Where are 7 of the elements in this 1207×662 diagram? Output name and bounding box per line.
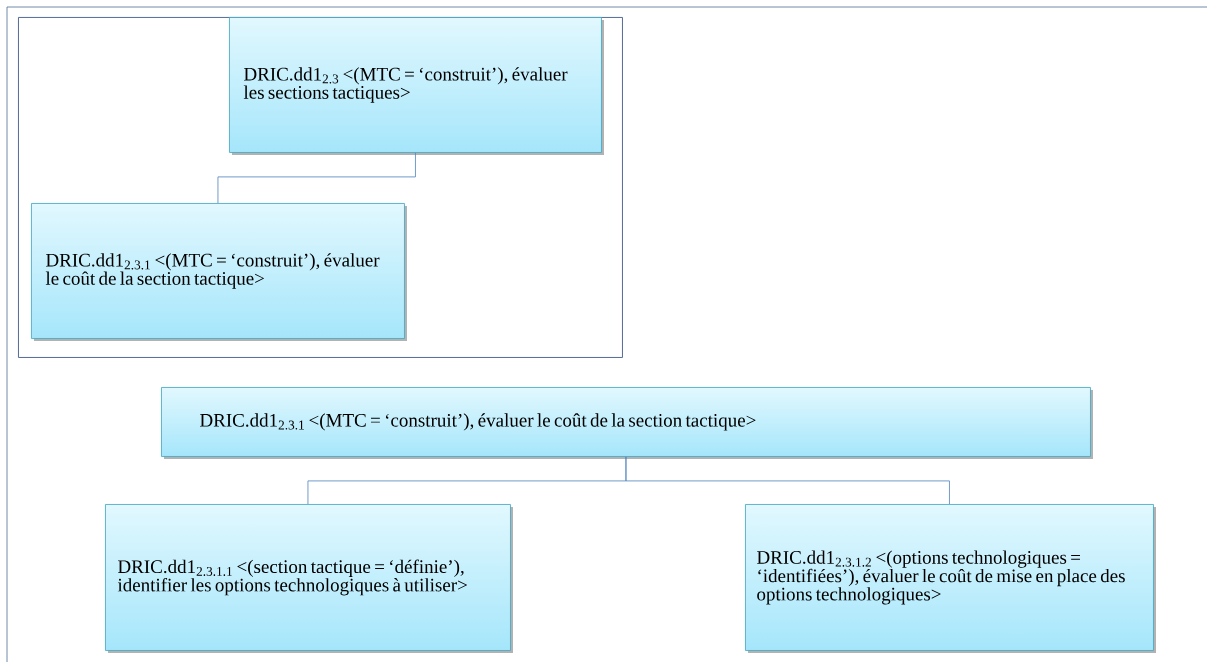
process-box: DRIC.dd1$_{2.3.1}$ <(MTC = ‘construit’), évaluer le coût de la section tactique> (161, 387, 1093, 459)
connector-line (625, 456, 950, 505)
process-box: DRIC.dd1$_{2.3.1.1}$ <(section tactique = ‘définie’), identifier les options technologiques à utiliser> (105, 504, 513, 653)
process-box: DRIC.dd1$_{2.3.1}$ <(MTC = ‘construit’), évaluer le coût de la section tactique> (31, 203, 407, 341)
process-box: DRIC.dd1$_{2.3}$ <(MTC = ‘construit’), évaluer les sections tactiques> (229, 17, 604, 155)
connector-line (217, 152, 416, 204)
process-box: DRIC.dd1$_{2.3.1.2}$ <(options technologiques = ‘identifiées’), évaluer le coût de mise en place des options technologiques> (745, 504, 1156, 653)
